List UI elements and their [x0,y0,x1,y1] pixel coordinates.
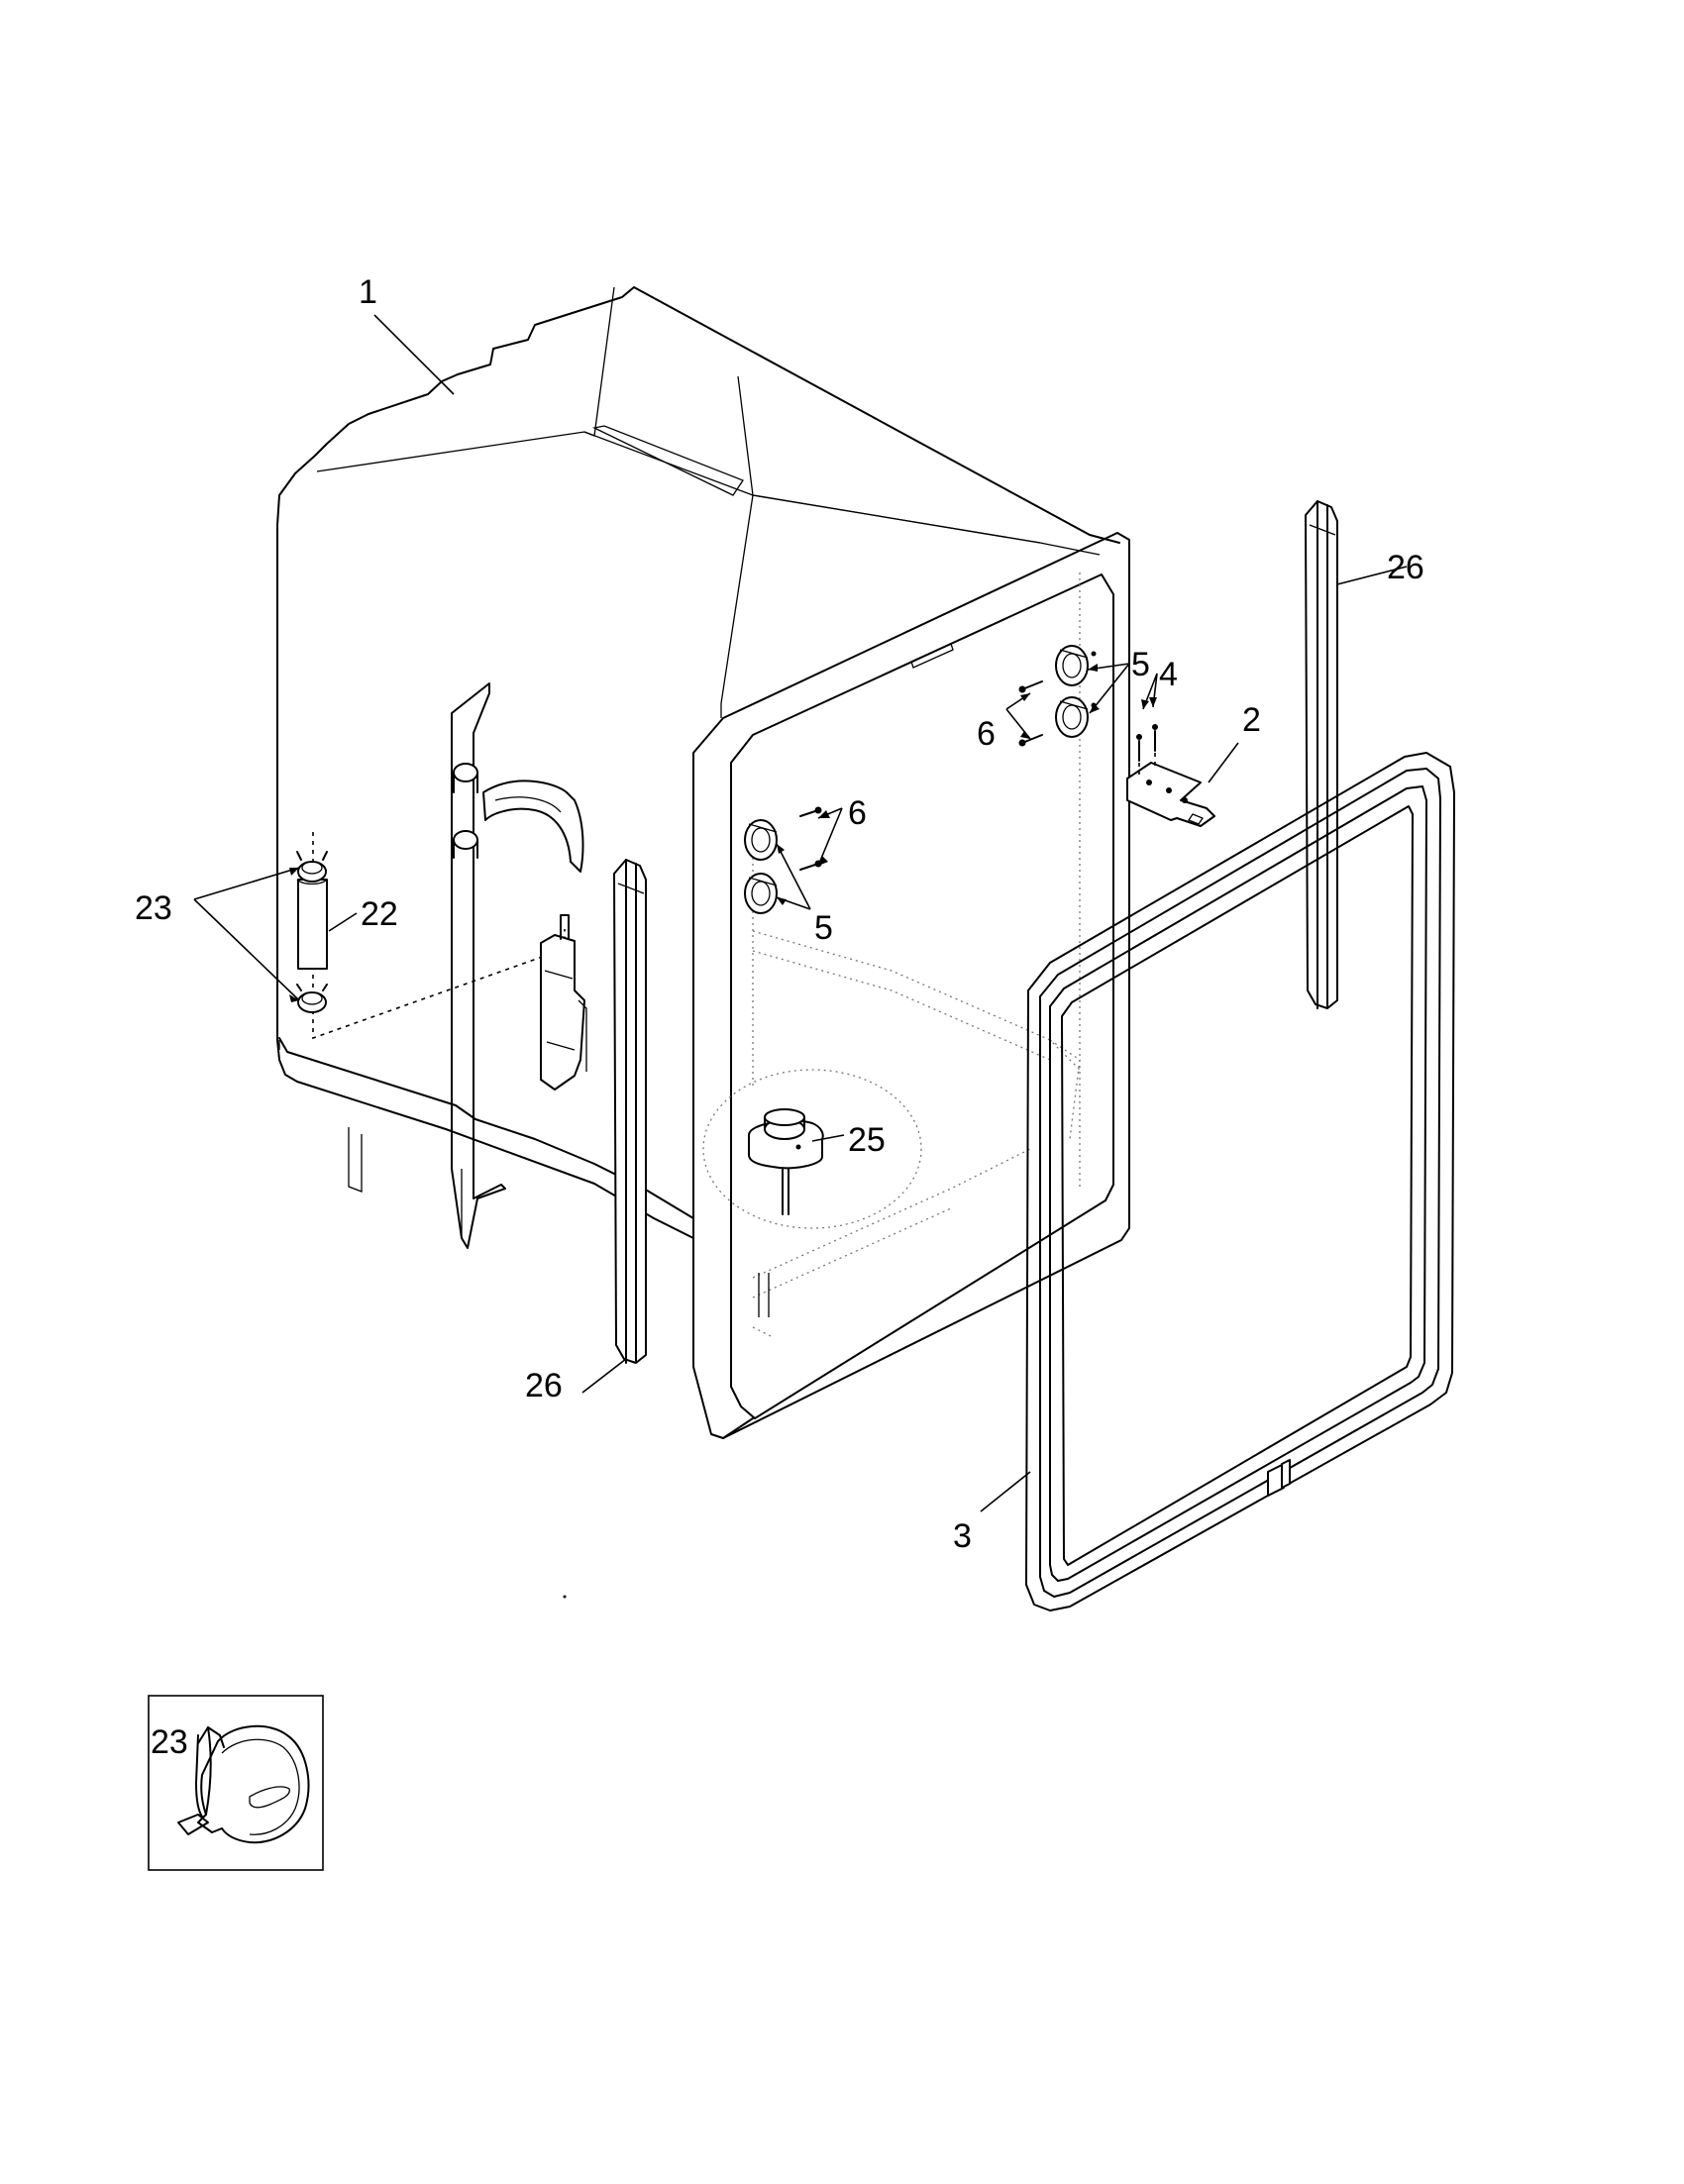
callout-25: 25 [848,1121,886,1159]
clamp-upper [296,851,328,883]
bearings-upper [1055,645,1089,738]
curved-shield [482,780,584,873]
hose-clamps [296,851,328,1013]
callout-6-lower: 6 [848,794,867,832]
inset-clamp-detail [148,1695,324,1871]
leader-arrowheads [289,664,1157,1002]
stray-dot [563,1595,567,1599]
callout-6-upper: 6 [977,715,996,753]
side-seal-26-left [613,859,647,1364]
screw-lower-a [799,806,822,817]
callout-5-lower: 5 [814,909,833,947]
callout-23-inset: 23 [151,1723,188,1761]
screw-upper-a [1018,680,1043,693]
door-gasket-3 [1025,752,1455,1612]
callout-5-upper: 5 [1131,646,1150,683]
hinge-bracket-2 [1126,762,1215,827]
callout-labels: 1 26 2 4 5 6 6 5 23 22 25 26 3 23 [135,273,1424,1761]
bearings-lower [744,819,778,914]
tub-body [276,286,1120,1239]
callout-1: 1 [359,273,377,311]
screws-6 [799,651,1097,871]
float-25 [748,1108,824,1215]
callout-23: 23 [135,889,172,927]
hose-22 [296,879,328,970]
callout-26-left: 26 [525,1367,563,1404]
screws-4 [1136,724,1158,775]
tub-front-frame [692,532,1130,1439]
callout-26-right: 26 [1387,549,1424,586]
fill-channel [451,682,506,1249]
callout-22: 22 [361,895,398,933]
clamp-lower [296,984,328,1013]
tub-ports [453,763,478,859]
callout-3: 3 [953,1517,972,1555]
screw-upper-b [1018,734,1043,747]
callout-4: 4 [1159,656,1178,693]
side-seal-26-right [1305,500,1338,1009]
callout-2: 2 [1242,701,1261,739]
side-float-assembly [540,914,587,1091]
hose-location-outline [312,832,566,1040]
